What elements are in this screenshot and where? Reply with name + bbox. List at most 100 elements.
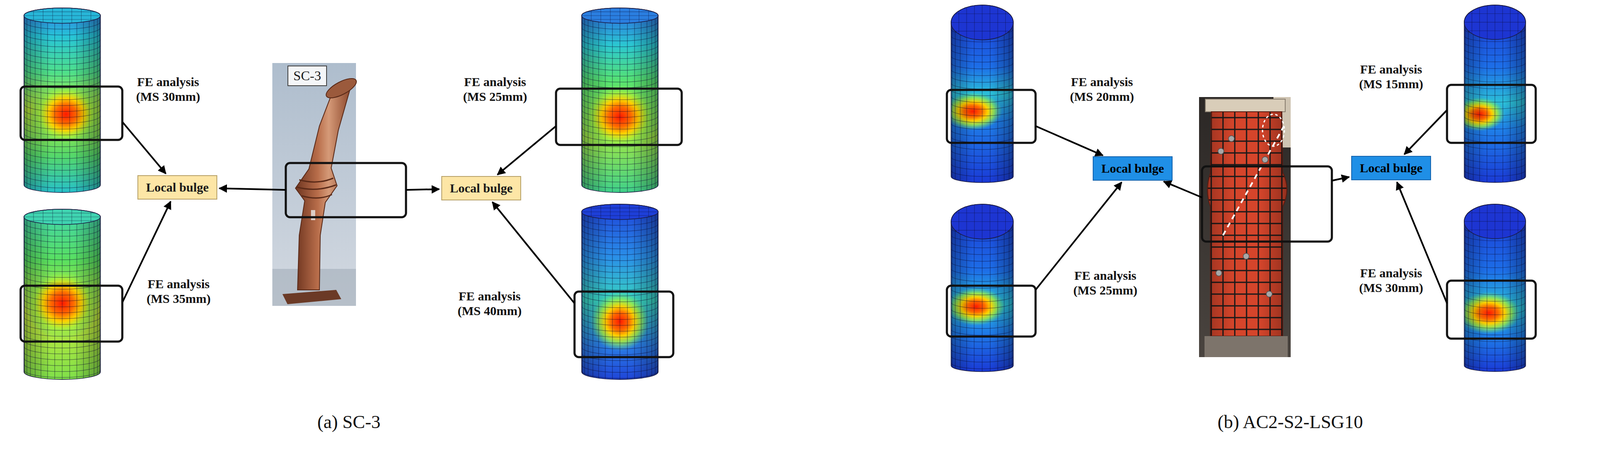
mesh-ring [1464, 76, 1526, 82]
leader-arrow [122, 121, 166, 174]
mesh-ring [23, 258, 101, 266]
column-fill [581, 7, 659, 193]
tube-shading [1204, 109, 1289, 339]
subfigure-caption: (b) AC2-S2-LSG10 [1215, 411, 1365, 434]
sensor-dot [1243, 253, 1250, 260]
mesh-ring [23, 311, 101, 319]
mesh-ring [581, 364, 659, 373]
mesh-ring [581, 39, 659, 47]
highlight-frame [1201, 166, 1332, 242]
mesh-line [1494, 28, 1495, 183]
mesh-line [26, 219, 27, 375]
mesh-ring [1464, 49, 1526, 56]
mesh-line [605, 218, 606, 380]
highlight-frame [946, 285, 1036, 337]
mesh-line [634, 218, 635, 380]
mesh-line [23, 19, 101, 20]
mesh-line [1524, 223, 1525, 368]
mesh-ring [1464, 109, 1526, 116]
mesh-ring [23, 293, 101, 301]
tube-outline [1207, 111, 1287, 337]
mesh-ring [1464, 302, 1526, 309]
mesh-ring [1464, 143, 1526, 150]
mesh-line [592, 21, 594, 191]
mesh-ring [951, 49, 1014, 56]
analysis-label: FE analysis (MS 40mm) [451, 289, 528, 319]
leader-arrow [219, 188, 286, 190]
mesh-ring [581, 121, 659, 130]
column-shading [951, 5, 1014, 183]
mesh-ring [951, 342, 1014, 349]
mesh-ring [951, 315, 1014, 322]
mesh-line [951, 22, 1014, 23]
mesh-ring [951, 143, 1014, 150]
mesh-ring [581, 92, 659, 100]
mesh-line [951, 230, 1014, 231]
mesh-line [1468, 224, 1469, 369]
mesh-ring [581, 44, 659, 53]
callout-box: Local bulge [137, 175, 218, 200]
mesh-ring [23, 275, 101, 284]
analysis-label: FE analysis (MS 25mm) [457, 74, 533, 104]
mesh-ring [951, 170, 1014, 177]
mesh-line [23, 216, 101, 218]
mesh-ring [581, 74, 659, 82]
mesh-ring [581, 335, 659, 343]
mesh-line [651, 216, 652, 377]
mesh-line [47, 22, 48, 193]
mesh-line [1473, 26, 1474, 181]
mesh-line [97, 219, 98, 375]
fe-column [23, 209, 101, 380]
mesh-line [959, 226, 961, 371]
mesh-ring [23, 358, 101, 366]
mesh-line [587, 216, 589, 377]
mesh-ring [951, 362, 1014, 370]
mesh-ring [581, 341, 659, 349]
mesh-line [973, 28, 975, 183]
column-fill [1464, 204, 1526, 372]
mesh-ring [581, 229, 659, 238]
mesh-ring [581, 86, 659, 94]
leader-arrow [1035, 126, 1103, 156]
mesh-ring [1464, 248, 1526, 255]
mesh-ring [23, 369, 101, 378]
mesh-ring [581, 162, 659, 171]
base-block [1204, 336, 1288, 358]
mesh-ring [23, 363, 101, 372]
mesh-line [1468, 25, 1469, 180]
mesh-line [592, 217, 594, 378]
mesh-ring [581, 56, 659, 65]
mesh-ring [581, 223, 659, 232]
mesh-line [83, 223, 84, 379]
mesh-ring [951, 123, 1014, 130]
mesh-ring [581, 27, 659, 35]
callout-box: Local bulge [1092, 156, 1173, 181]
mesh-ring [951, 248, 1014, 255]
sensor-dot [1266, 291, 1273, 298]
mesh-ring [1464, 355, 1526, 362]
mesh-ring [23, 352, 101, 360]
callout-box: Local bulge [441, 176, 522, 201]
mesh-ring [951, 163, 1014, 170]
mesh-ring [1464, 89, 1526, 96]
highlight-frame [556, 88, 682, 145]
mesh-ring [23, 316, 101, 325]
analysis-label: FE analysis (MS 35mm) [140, 276, 217, 306]
mesh-ring [1464, 116, 1526, 123]
mesh-line [1004, 226, 1005, 371]
mesh-ring [581, 294, 659, 302]
mesh-line [581, 15, 659, 16]
mesh-line [24, 17, 25, 187]
mesh-ring [951, 76, 1014, 83]
mesh-ring [23, 50, 101, 59]
photo-background [1199, 97, 1291, 358]
mesh-ring [1464, 282, 1526, 288]
mesh-line [76, 22, 77, 193]
mesh-line [1008, 224, 1010, 370]
mesh-ring [951, 150, 1014, 157]
mesh-ring [951, 308, 1014, 316]
buckle-ridge [301, 194, 333, 198]
mesh-ring [23, 287, 101, 296]
mesh-line [1012, 23, 1013, 179]
